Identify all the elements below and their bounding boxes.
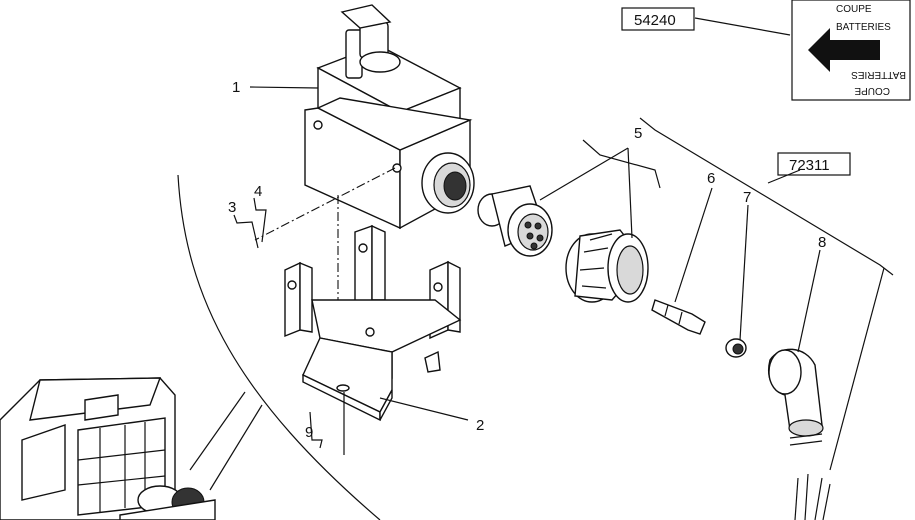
alignment-line — [254, 167, 396, 241]
callout-8: 8 — [818, 234, 826, 251]
truck-cab — [0, 377, 216, 520]
leader-6 — [674, 187, 713, 303]
leader-9 — [309, 411, 323, 449]
callout-5: 5 — [634, 125, 642, 142]
sign-line-1: COUPE — [836, 4, 872, 15]
leader-2 — [379, 397, 469, 421]
bracket-5 — [582, 139, 661, 189]
callout-1: 1 — [232, 79, 240, 96]
leader-5a — [539, 147, 629, 201]
wire-bundle — [794, 473, 831, 520]
leader-1 — [249, 86, 319, 89]
connector-insert — [477, 185, 553, 257]
callout-7: 7 — [743, 189, 751, 206]
callout-3: 3 — [228, 199, 236, 216]
coupling-nut — [565, 229, 649, 303]
sign-line-4: COUPE — [854, 85, 890, 96]
leader-5b — [627, 147, 633, 239]
detail-pointer-line — [209, 404, 263, 491]
ref-label-54240: 54240 — [634, 12, 676, 29]
sign-line-2: BATTERIES — [836, 22, 891, 33]
callout-4: 4 — [254, 183, 262, 200]
leader-54240 — [694, 17, 791, 36]
arrow-left-icon — [808, 28, 880, 72]
sign-line-3: BATTERIES — [851, 69, 906, 80]
elbow-boot — [768, 348, 824, 446]
leader-72311-wires — [829, 267, 885, 471]
battery-cutoff-sign: COUPE BATTERIES BATTERIES COUPE — [791, 0, 911, 101]
leader-4 — [253, 197, 267, 243]
leader-7 — [739, 204, 749, 341]
pin-contact — [651, 299, 706, 335]
bracket-72311 — [639, 117, 894, 276]
ref-label-72311: 72311 — [789, 157, 830, 174]
callout-2: 2 — [476, 417, 484, 434]
callout-9: 9 — [305, 424, 313, 441]
battery-switch-body — [304, 4, 475, 230]
detail-boundary-arc — [177, 174, 381, 520]
ref-box-54240 — [621, 7, 695, 31]
seal-plug — [725, 338, 747, 358]
detail-pointer-line — [189, 391, 246, 471]
leader-3 — [233, 214, 259, 249]
leader-8 — [797, 249, 821, 353]
ref-box-72311 — [777, 152, 851, 176]
callout-6: 6 — [707, 170, 715, 187]
mounting-bracket — [284, 224, 462, 422]
leader-72311 — [767, 169, 801, 184]
